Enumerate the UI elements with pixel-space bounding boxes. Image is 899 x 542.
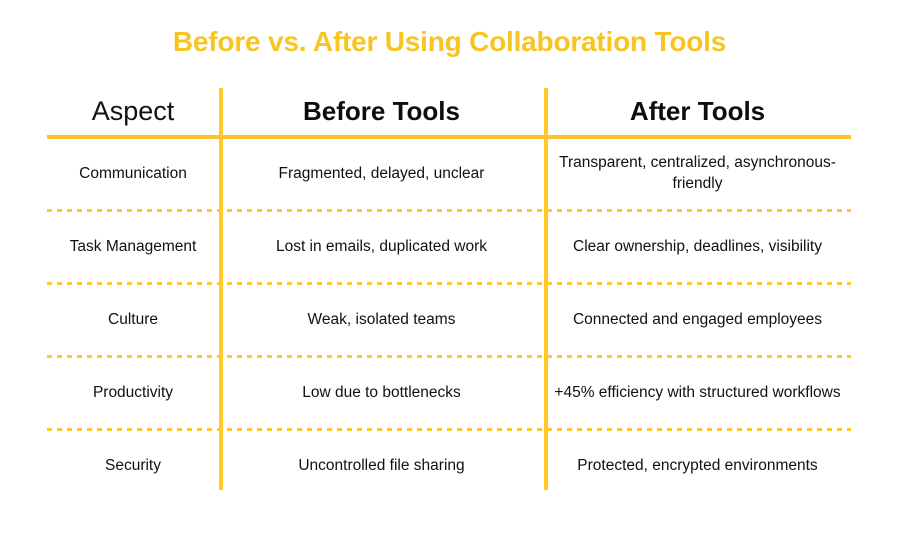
header-rule [47,135,851,139]
table-row: Task Management Lost in emails, duplicat… [47,212,851,282]
comparison-table: Aspect Before Tools After Tools Communic… [47,88,851,490]
cell-aspect: Security [105,456,161,474]
column-header-aspect: Aspect [91,96,175,126]
cell-after: Connected and engaged employees [572,310,823,328]
cell-before: Lost in emails, duplicated work [275,237,488,255]
column-divider-2 [544,88,548,490]
column-divider-1 [219,88,223,490]
cell-aspect: Productivity [92,383,174,401]
row-separator-2 [47,282,851,285]
column-header-before-tools: Before Tools [303,96,460,126]
table-row: Communication Fragmented, delayed, uncle… [47,139,851,209]
cell-after: Clear ownership, deadlines, visibility [573,237,822,255]
page-title: Before vs. After Using Collaboration Too… [172,26,727,57]
cell-before: Uncontrolled file sharing [298,456,465,474]
table-row: Productivity Low due to bottlenecks +45%… [47,358,851,428]
cell-before: Weak, isolated teams [307,310,456,328]
cell-aspect: Task Management [69,237,197,255]
column-header-after-tools: After Tools [629,96,766,126]
row-separator-4 [47,428,851,431]
row-separator-3 [47,355,851,358]
table-header-row: Aspect Before Tools After Tools [47,88,851,135]
cell-after: +45% efficiency with structured workflow… [554,383,841,401]
cell-aspect: Culture [108,310,158,328]
row-separator-1 [47,209,851,212]
cell-before: Low due to bottlenecks [302,383,461,401]
table-grid: Aspect Before Tools After Tools Communic… [47,88,851,490]
cell-before: Fragmented, delayed, unclear [278,164,485,182]
table-row: Culture Weak, isolated teams Connected a… [47,285,851,355]
table-row: Security Uncontrolled file sharing Prote… [47,431,851,501]
cell-after: Transparent, centralized, asynchronous-f… [559,154,836,192]
cell-after: Protected, encrypted environments [577,456,818,474]
cell-aspect: Communication [79,164,187,182]
